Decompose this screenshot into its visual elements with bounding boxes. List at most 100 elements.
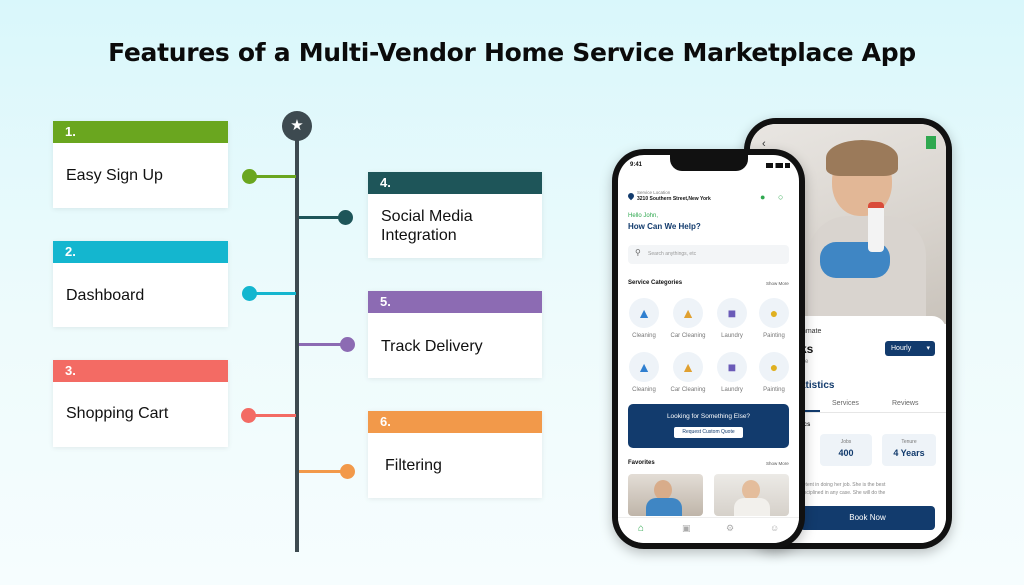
stat-label: Tenure	[901, 439, 917, 445]
greeting: Hello John,	[628, 213, 659, 219]
search-bar[interactable]: ⚲ Search anythings, etc	[628, 245, 789, 264]
stats-title: tics	[800, 422, 811, 428]
feature-number: 5.	[368, 291, 542, 313]
category-icon-car-cleaning[interactable]: ▲	[673, 352, 703, 382]
request-quote-button[interactable]: Request Custom Quote	[674, 427, 743, 438]
front-phone: 9:41 Service Location 3210 Southern Stre…	[612, 149, 805, 549]
feature-card-1: 1. Easy Sign Up	[53, 121, 228, 208]
stat-label: Jobs	[840, 439, 852, 445]
connector-4	[299, 216, 344, 219]
feature-number: 4.	[368, 172, 542, 194]
category-icon-laundry[interactable]: ■	[717, 352, 747, 382]
timeline-dot-5	[340, 337, 355, 352]
rate-select-value: Hourly	[891, 345, 912, 352]
rate-select[interactable]: Hourly ▾	[885, 341, 935, 356]
caret-down-icon: ▾	[926, 345, 930, 352]
favorite-person	[742, 480, 760, 500]
connector-3	[251, 414, 296, 417]
category-label: Laundry	[721, 333, 743, 339]
category-icon-car-cleaning[interactable]: ▲	[673, 298, 703, 328]
feature-number: 6.	[368, 411, 542, 433]
stat-box-jobs: Jobs 400	[820, 434, 872, 466]
category-icon-cleaning[interactable]: ▲	[629, 352, 659, 382]
profile-desc-line-1: petent in doing her job. She is the best	[800, 482, 886, 488]
categories-title: Service Categories	[628, 280, 683, 286]
category-icon-painting[interactable]: ●	[759, 352, 789, 382]
worker-hair	[826, 140, 898, 176]
page-title: Features of a Multi-Vendor Home Service …	[108, 38, 916, 67]
timeline-dot-2	[242, 286, 257, 301]
timeline-dot-1	[242, 169, 257, 184]
feature-card-2: 2. Dashboard	[53, 241, 228, 327]
settings-icon[interactable]: ⚙	[726, 523, 735, 533]
timeline-dot-4	[338, 210, 353, 225]
chat-icon[interactable]: ○	[778, 192, 784, 202]
worker-photo: ‹	[750, 124, 946, 326]
location-pin-icon	[626, 191, 636, 201]
connector-5	[299, 343, 344, 346]
award-ribbon-icon: ★	[282, 111, 312, 141]
tab-underline	[800, 410, 820, 412]
bottom-nav: ⌂ ▣ ⚙ ☺	[618, 517, 799, 543]
front-phone-screen: 9:41 Service Location 3210 Southern Stre…	[618, 155, 799, 543]
bookmark-icon[interactable]	[926, 136, 936, 149]
tab-reviews[interactable]: Reviews	[892, 400, 919, 407]
feature-card-4: 4. Social Media Integration	[368, 172, 542, 258]
category-label: Car Cleaning	[670, 387, 706, 393]
orders-icon[interactable]: ▣	[682, 523, 691, 533]
help-heading: How Can We Help?	[628, 222, 701, 231]
status-time: 9:41	[630, 162, 643, 168]
timeline-dot-6	[340, 464, 355, 479]
favorites-show-more[interactable]: Show More	[766, 461, 789, 466]
back-chevron-icon[interactable]: ‹	[762, 138, 766, 150]
feature-number: 2.	[53, 241, 228, 263]
category-label: Car Cleaning	[670, 333, 706, 339]
category-icon-cleaning[interactable]: ▲	[629, 298, 659, 328]
feature-label: Filtering	[385, 457, 442, 474]
book-now-button[interactable]: Book Now	[800, 506, 935, 530]
home-icon[interactable]: ⌂	[638, 523, 645, 534]
favorite-person-body	[734, 498, 770, 516]
stat-value: 400	[838, 448, 854, 458]
category-label: Cleaning	[632, 387, 656, 393]
connector-6	[299, 470, 344, 473]
category-label: Laundry	[721, 387, 743, 393]
stat-box-tenure: Tenure 4 Years	[882, 434, 936, 466]
category-icon-laundry[interactable]: ■	[717, 298, 747, 328]
feature-label: Dashboard	[66, 287, 145, 304]
feature-number: 1.	[53, 121, 228, 143]
timeline-line	[295, 140, 299, 552]
location-label: Service Location	[637, 190, 671, 195]
favorite-person	[654, 480, 672, 500]
phone-notch	[670, 155, 748, 171]
favorite-photo-2[interactable]	[714, 474, 789, 516]
tab-services[interactable]: Services	[832, 400, 859, 407]
notification-bell-icon[interactable]: ●	[760, 192, 766, 202]
feature-label: Easy Sign Up	[66, 167, 163, 184]
search-icon: ⚲	[635, 248, 641, 257]
category-label: Painting	[763, 387, 785, 393]
location-value[interactable]: 3210 Southern Street,New York	[637, 196, 711, 202]
feature-label: Social Media Integration	[381, 208, 473, 244]
category-label: Painting	[763, 333, 785, 339]
category-icon-painting[interactable]: ●	[759, 298, 789, 328]
connector-1	[251, 175, 296, 178]
feature-card-3: 3. Shopping Cart	[53, 360, 228, 447]
search-input[interactable]: Search anythings, etc	[648, 251, 697, 257]
spray-bottle	[868, 202, 884, 252]
feature-card-5: 5. Track Delivery	[368, 291, 542, 378]
feature-label: Shopping Cart	[66, 405, 169, 422]
stat-value: 4 Years	[893, 448, 925, 458]
section-title: atistics	[800, 380, 835, 391]
profile-desc-line-2: disciplined in any case. She will do the	[800, 490, 886, 496]
feature-number: 3.	[53, 360, 228, 382]
custom-quote-banner: Looking for Something Else? Request Cust…	[628, 404, 789, 448]
profile-icon[interactable]: ☺	[770, 523, 780, 533]
timeline-dot-3	[241, 408, 256, 423]
categories-show-more[interactable]: Show More	[766, 281, 789, 286]
favorite-photo-1[interactable]	[628, 474, 703, 516]
status-icons	[766, 163, 790, 168]
feature-label: Track Delivery	[381, 338, 483, 355]
favorite-person-body	[646, 498, 682, 516]
feature-card-6: 6. Filtering	[368, 411, 542, 498]
